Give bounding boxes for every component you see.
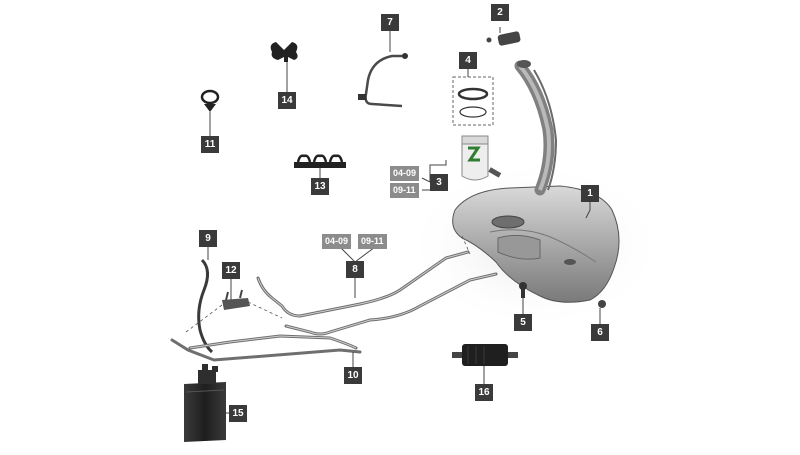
variant-tag-8-b[interactable]: 09-11 — [358, 234, 387, 249]
callout-16[interactable]: 16 — [475, 384, 493, 401]
fuel-filter[interactable] — [452, 344, 518, 366]
callout-12[interactable]: 12 — [222, 262, 240, 279]
fuel-hose[interactable] — [197, 258, 214, 354]
assembly-lines — [185, 235, 471, 333]
callout-6[interactable]: 6 — [591, 324, 609, 341]
tank-bolt[interactable] — [519, 282, 527, 298]
pipe-clip-double[interactable] — [270, 42, 298, 62]
fuel-lines[interactable] — [170, 250, 498, 362]
fuel-pump-module[interactable] — [461, 135, 502, 181]
variant-tag-8-a[interactable]: 04-09 — [322, 234, 352, 249]
charcoal-canister[interactable] — [184, 364, 226, 442]
fuel-pump-seal-ring[interactable] — [452, 76, 494, 126]
pipe-clip-rail[interactable] — [294, 154, 346, 168]
callout-1[interactable]: 1 — [581, 185, 599, 202]
callout-8[interactable]: 8 — [346, 261, 364, 278]
callout-9[interactable]: 9 — [199, 230, 217, 247]
leader-lines — [207, 27, 601, 414]
fuel-cap-clip[interactable] — [486, 31, 522, 46]
pipe-clip-single[interactable] — [200, 89, 220, 112]
tank-nut[interactable] — [598, 300, 606, 308]
callout-3[interactable]: 3 — [430, 174, 448, 191]
fuel-tank[interactable] — [452, 185, 620, 303]
pipe-bracket[interactable] — [222, 289, 250, 310]
callout-5[interactable]: 5 — [514, 314, 532, 331]
callout-4[interactable]: 4 — [459, 52, 477, 69]
callout-15[interactable]: 15 — [229, 405, 247, 422]
callout-11[interactable]: 11 — [201, 136, 219, 153]
callout-10[interactable]: 10 — [344, 367, 362, 384]
callout-14[interactable]: 14 — [278, 92, 296, 109]
vent-pipe[interactable] — [358, 53, 408, 108]
callout-7[interactable]: 7 — [381, 14, 399, 31]
filler-neck — [514, 60, 558, 196]
variant-tag-3-a[interactable]: 04-09 — [390, 166, 420, 181]
variant-tag-3-b[interactable]: 09-11 — [390, 183, 419, 198]
callout-2[interactable]: 2 — [491, 4, 509, 21]
callout-13[interactable]: 13 — [311, 178, 329, 195]
